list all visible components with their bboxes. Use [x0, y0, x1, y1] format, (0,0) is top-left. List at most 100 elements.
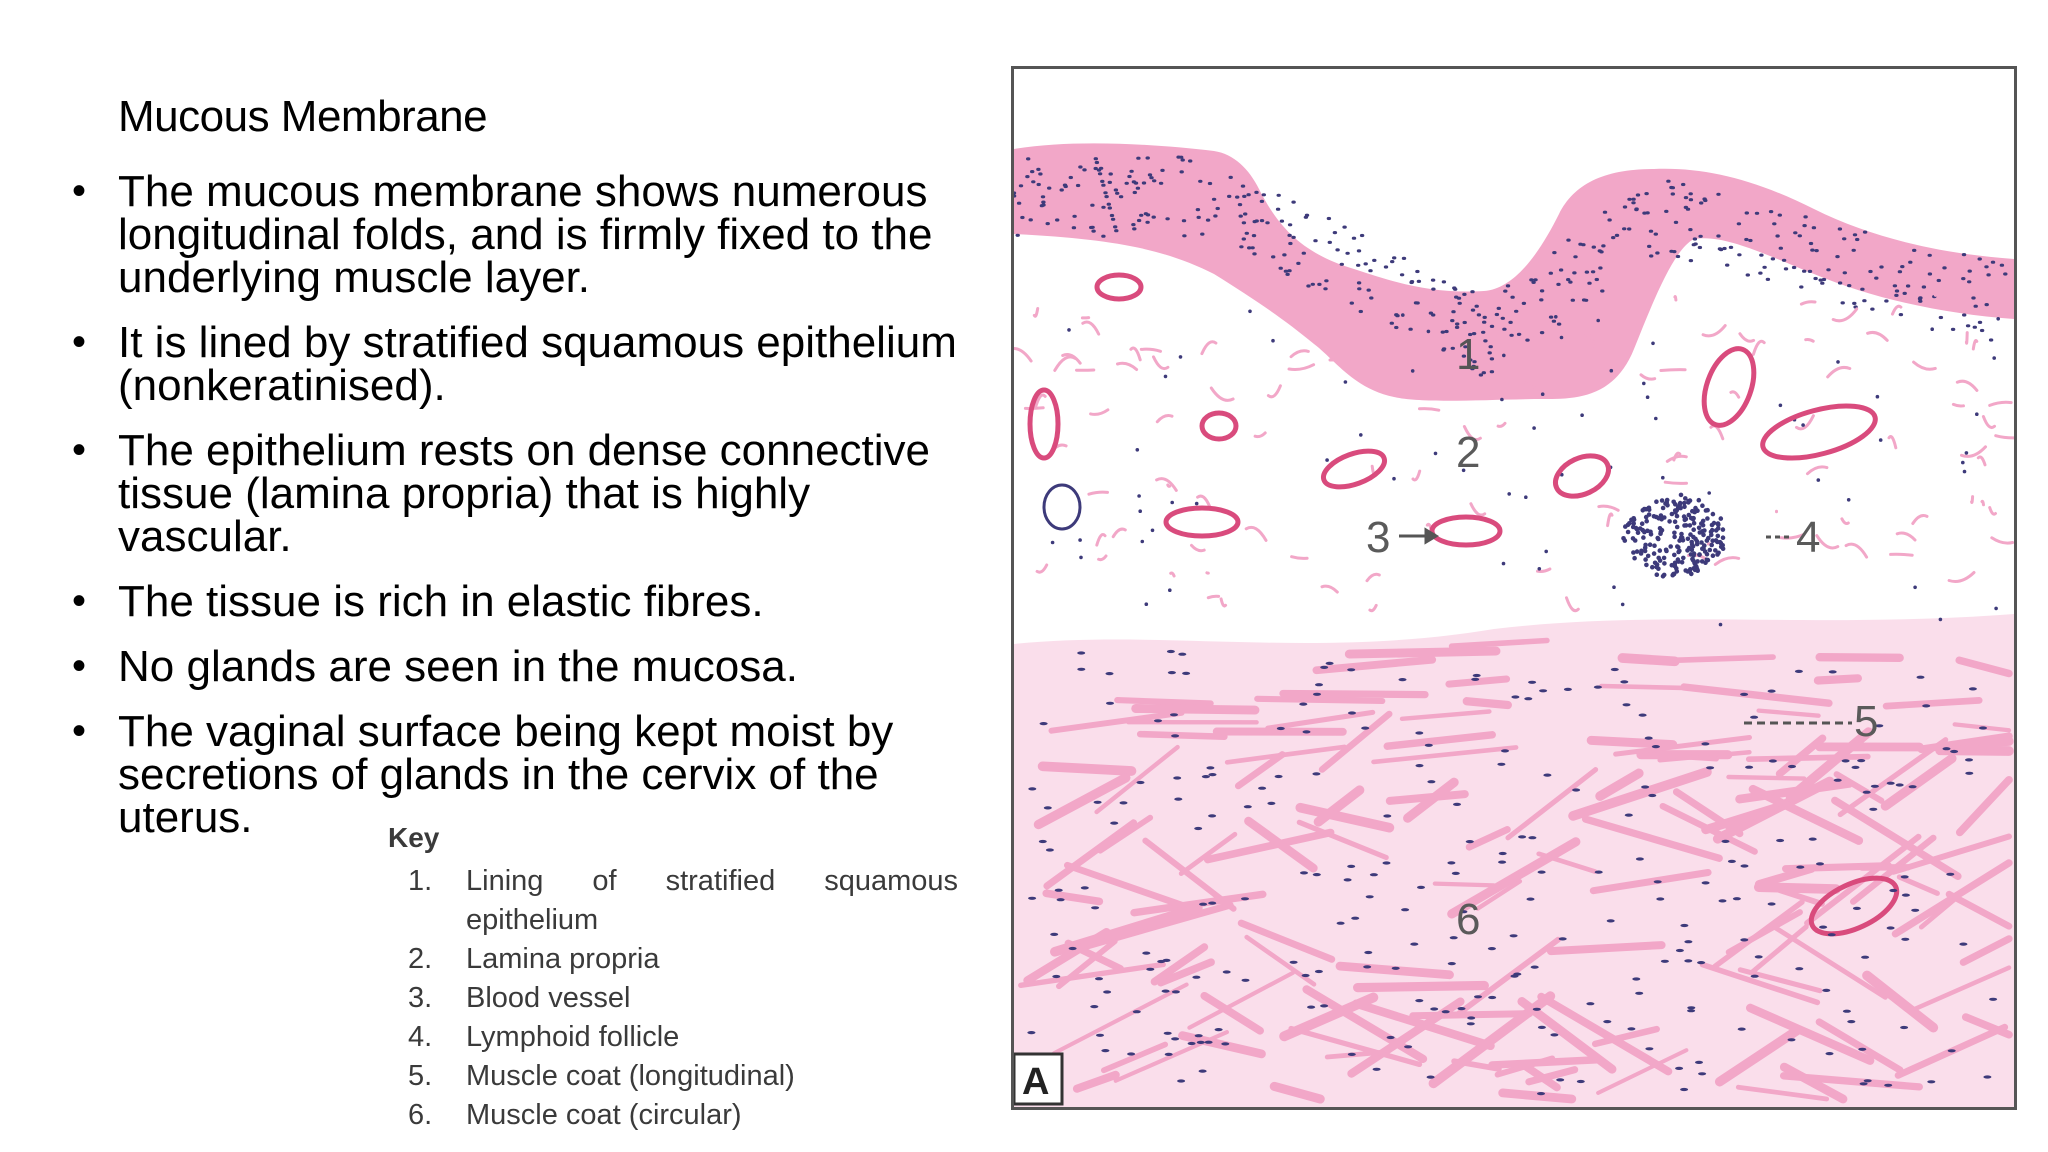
fibroblast-nucleus — [1913, 585, 1917, 590]
muscle-nucleus — [1862, 790, 1871, 794]
epithelial-nucleus — [1758, 271, 1763, 275]
fibroblast-nucleus — [1168, 588, 1172, 592]
connective-fiber — [1420, 337, 1435, 341]
lymphocyte — [1654, 514, 1659, 520]
epithelial-nucleus — [1489, 324, 1495, 328]
lymphocyte — [1677, 500, 1683, 506]
muscle-nucleus — [1171, 734, 1180, 738]
muscle-nucleus — [1950, 749, 1959, 754]
muscle-nucleus — [1132, 1010, 1141, 1014]
bullet-item: •The vaginal surface being kept moist by… — [72, 710, 992, 840]
epithelial-nucleus — [1359, 233, 1365, 238]
epithelial-nucleus — [1971, 296, 1976, 300]
muscle-nucleus — [1221, 1042, 1230, 1046]
epithelial-nucleus — [1487, 351, 1492, 355]
fibroblast-nucleus — [1938, 617, 1943, 622]
lymphocyte — [1682, 500, 1687, 506]
muscle-fiber — [1748, 784, 1864, 845]
epithelial-nucleus — [1902, 291, 1907, 295]
muscle-fiber — [1454, 936, 1561, 1018]
epithelial-nucleus — [1101, 205, 1106, 209]
epithelial-nucleus — [1357, 287, 1362, 291]
epithelial-nucleus — [1572, 271, 1577, 275]
muscle-nucleus — [1989, 997, 1998, 1001]
muscle-nucleus — [1459, 910, 1468, 914]
epithelial-nucleus — [1566, 238, 1571, 242]
muscle-nucleus — [1095, 977, 1103, 981]
muscle-nucleus — [1884, 1083, 1893, 1087]
muscle-nucleus — [1351, 916, 1360, 920]
blood-vessel — [1042, 483, 1082, 531]
muscle-fiber — [1779, 1072, 1923, 1091]
key-number: 3. — [408, 982, 433, 1014]
epithelial-nucleus — [1681, 182, 1686, 187]
muscle-nucleus — [1842, 1009, 1851, 1013]
epithelial-nucleus — [1180, 158, 1185, 162]
epithelial-nucleus — [1055, 218, 1060, 222]
blood-vessel — [1094, 272, 1144, 302]
epithelial-nucleus — [1516, 332, 1522, 336]
epithelial-nucleus — [1195, 208, 1201, 212]
fibroblast-nucleus — [1930, 327, 1934, 332]
bullet-item: •The epithelium rests on dense connectiv… — [72, 429, 992, 559]
epithelial-nucleus — [1181, 219, 1187, 223]
muscle-nucleus — [1576, 1079, 1585, 1084]
epithelial-nucleus — [1291, 235, 1296, 239]
epithelial-nucleus — [1241, 237, 1246, 241]
muscle-nucleus — [1828, 670, 1837, 674]
epithelial-nucleus — [1327, 240, 1332, 244]
connective-fiber — [1023, 406, 1045, 410]
epithelial-nucleus — [1470, 367, 1475, 371]
epithelial-nucleus — [1847, 284, 1852, 288]
muscle-nucleus — [1620, 680, 1629, 684]
connective-fiber — [1139, 347, 1162, 353]
connective-fiber — [1095, 533, 1107, 547]
epithelial-nucleus — [1962, 313, 1967, 317]
epithelial-nucleus — [1647, 244, 1652, 248]
epithelial-nucleus — [1101, 234, 1106, 238]
lymphocyte — [1691, 551, 1697, 556]
epithelial-nucleus — [1093, 157, 1098, 161]
lymphocyte — [1707, 547, 1713, 553]
connective-fiber — [1411, 469, 1422, 482]
muscle-fiber — [1296, 819, 1389, 861]
lymphocyte — [1720, 527, 1726, 532]
muscle-nucleus — [1501, 749, 1509, 753]
epithelial-nucleus — [1868, 269, 1873, 274]
muscle-nucleus — [1090, 1005, 1099, 1009]
epithelial-nucleus — [1471, 332, 1477, 336]
lymphocyte — [1703, 508, 1709, 513]
connective-fiber — [1815, 534, 1840, 550]
epithelial-nucleus — [1090, 203, 1095, 207]
epithelial-nucleus — [1114, 229, 1119, 233]
epithelial-nucleus — [1287, 223, 1293, 227]
epithelial-nucleus — [1296, 261, 1301, 265]
lymphocyte — [1690, 544, 1696, 549]
epithelial-nucleus — [1028, 218, 1033, 222]
epithelial-nucleus — [1842, 271, 1847, 275]
lymphocyte — [1681, 555, 1686, 561]
epithelial-nucleus — [1124, 181, 1129, 185]
muscle-fiber — [1142, 837, 1237, 912]
muscle-fiber — [1244, 816, 1318, 873]
lymphocyte — [1702, 543, 1707, 548]
epithelial-nucleus — [1811, 226, 1817, 230]
connective-fiber — [1799, 300, 1817, 306]
lymphocyte — [1701, 532, 1706, 538]
lymphocyte — [1658, 513, 1664, 518]
lymphocyte — [1688, 515, 1694, 521]
lymphocyte — [1711, 520, 1717, 526]
muscle-nucleus — [1208, 814, 1217, 818]
connective-fiber — [1495, 330, 1501, 342]
key-item: 5.Muscle coat (longitudinal) — [408, 1057, 958, 1096]
lymphocyte — [1656, 555, 1661, 561]
lymphocyte — [1657, 548, 1663, 553]
epithelial-nucleus — [1240, 184, 1246, 188]
epithelial-nucleus — [1145, 156, 1150, 160]
epithelial-nucleus — [1900, 265, 1905, 269]
lymphocyte — [1648, 532, 1654, 537]
epithelial-nucleus — [1047, 186, 1052, 190]
muscle-nucleus — [1946, 872, 1955, 876]
connective-fiber — [1289, 349, 1310, 359]
muscle-nucleus — [1889, 888, 1898, 893]
